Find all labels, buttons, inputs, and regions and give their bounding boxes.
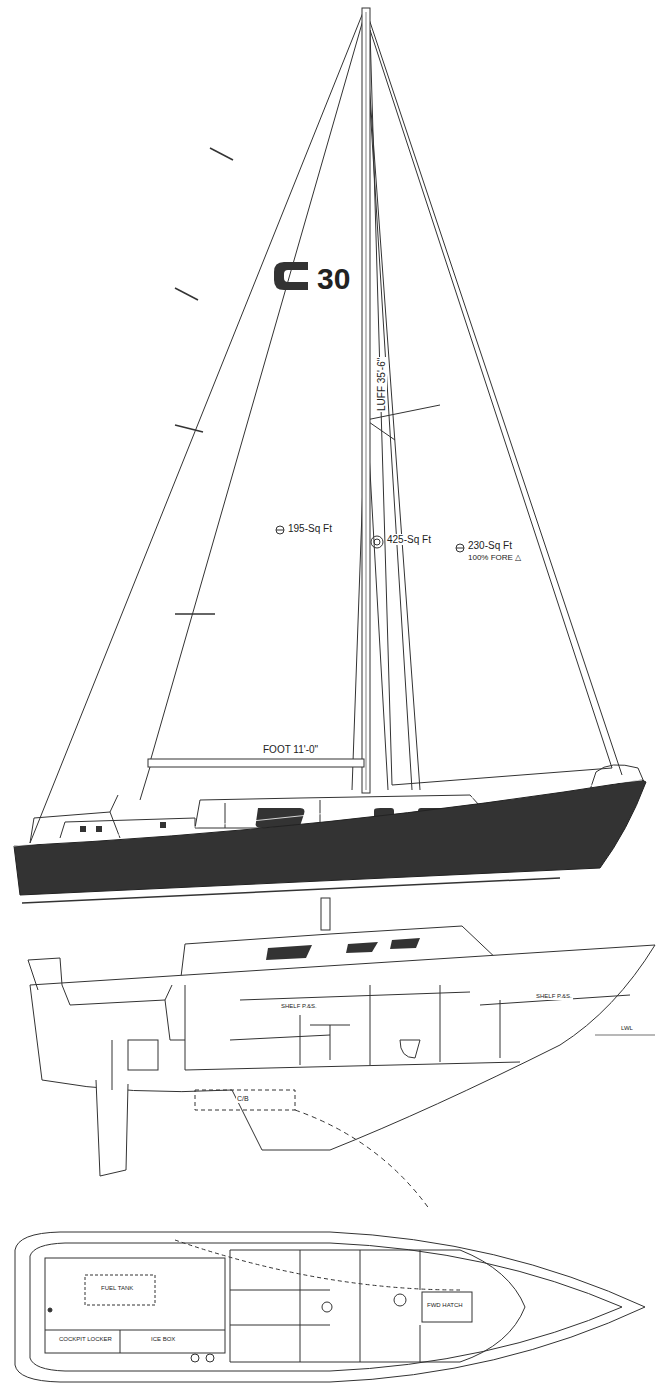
- part-label: FUEL TANK: [100, 1285, 134, 1292]
- centerboard-trunk: [195, 1090, 295, 1110]
- stern-rail: [28, 958, 62, 990]
- part-label: FWD HATCH: [426, 1302, 464, 1309]
- cockpit: [45, 1258, 225, 1353]
- mast-step: [322, 1302, 332, 1312]
- part-label: LWL: [620, 1025, 634, 1032]
- engine: [128, 1040, 158, 1070]
- centroid-mark: [371, 536, 383, 548]
- mast: [362, 8, 370, 793]
- main-leech: [150, 20, 363, 762]
- battens: [175, 148, 233, 614]
- jib-foot: [392, 768, 612, 785]
- part-label: C/B: [236, 1095, 250, 1103]
- jib-luff: [370, 30, 612, 768]
- waterline: [22, 878, 560, 903]
- sail-area: 195-Sq Ft: [287, 523, 333, 534]
- sail-note: 100% FORE △: [467, 554, 522, 563]
- dimension: FOOT 11'-0": [262, 744, 319, 755]
- dimension: LUFF 35'-6": [376, 357, 387, 412]
- sail-area: 425-Sq Ft: [386, 534, 432, 545]
- rudder: [96, 1080, 128, 1176]
- sail-area: 230-Sq Ft: [467, 540, 513, 551]
- backstay: [30, 10, 364, 843]
- part-label: SHELF P.&S.: [535, 993, 573, 1000]
- part-label: ICE BOX: [150, 1336, 176, 1343]
- centroid-mark: [276, 526, 284, 534]
- stern-rail: [30, 812, 120, 843]
- hull-plan: [15, 1232, 645, 1382]
- mast-stub: [321, 898, 330, 930]
- sail-number: 30: [316, 262, 351, 295]
- centroid-mark: [456, 544, 464, 552]
- cabin-plan: [230, 1250, 525, 1362]
- boom: [148, 759, 364, 767]
- part-label: SHELF P.&S.: [280, 1003, 318, 1010]
- part-label: COCKPIT LOCKER: [58, 1336, 113, 1343]
